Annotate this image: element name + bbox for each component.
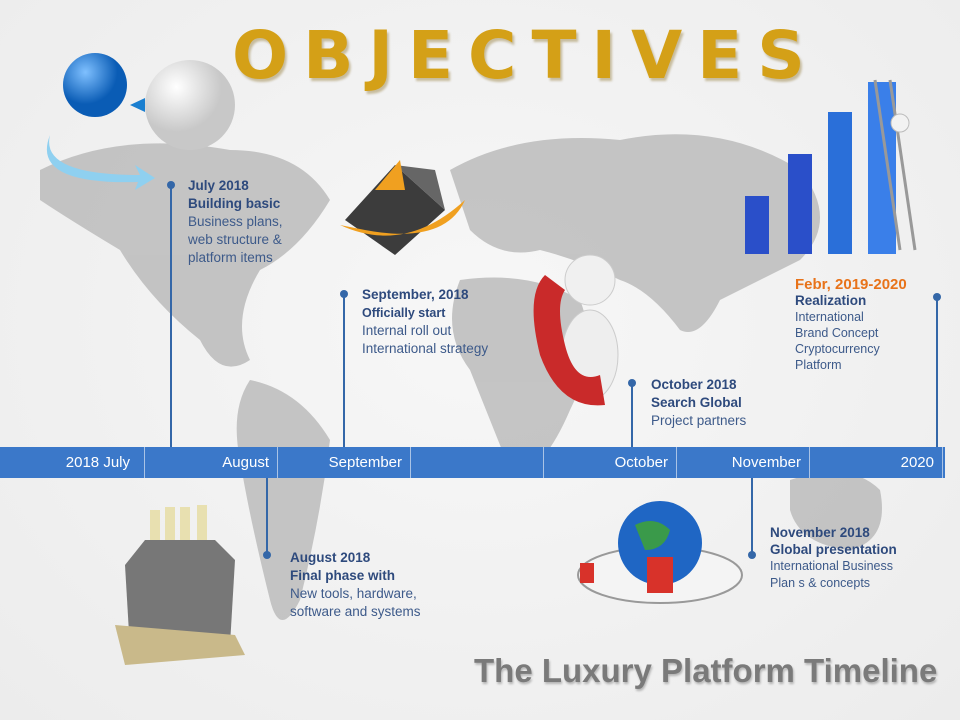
timeline-label-2020: 2020 (810, 447, 943, 478)
event-heading: Realization (795, 293, 867, 308)
timeline-label-august: August (145, 447, 278, 478)
event-line: Project partners (651, 413, 747, 428)
connector-line (936, 297, 938, 447)
event-line: Brand Concept (795, 326, 879, 340)
event-date: November 2018 (770, 525, 870, 540)
event-date: September, 2018 (362, 287, 469, 302)
event-heading: Final phase with (290, 568, 396, 583)
event-august-2018: August 2018 Final phase with New tools, … (290, 549, 421, 621)
event-date: July 2018 (188, 178, 249, 193)
connector-line (170, 185, 172, 447)
event-july-2018: July 2018 Building basic Business plans,… (188, 177, 283, 267)
connector-line (343, 294, 345, 447)
event-line: International (795, 310, 864, 324)
connector-line (266, 478, 268, 556)
timeline-label-july: 2018 July (0, 447, 145, 478)
footer-title: The Luxury Platform Timeline (474, 652, 938, 689)
connector-dot (933, 293, 941, 301)
event-heading: Global presentation (770, 541, 897, 557)
factory-icon (115, 505, 245, 665)
event-date: Febr, 2019-2020 (795, 276, 907, 293)
timeline-label-october: October (544, 447, 677, 478)
connector-dot (263, 551, 271, 559)
connector-dot (340, 290, 348, 298)
connector-dot (628, 379, 636, 387)
page-title: OBJECTIVES (232, 17, 820, 94)
cube-arrow-icon (340, 160, 465, 255)
timeline-label-november: November (677, 447, 810, 478)
event-date: August 2018 (290, 550, 371, 565)
event-heading: Building basic (188, 196, 281, 211)
event-line: International strategy (362, 341, 489, 356)
connector-dot (748, 551, 756, 559)
spheres-icon (46, 53, 235, 190)
event-2019-2020: Febr, 2019-2020 Realization Internationa… (795, 277, 907, 373)
event-line: Plan s & concepts (770, 575, 871, 590)
event-line: Cryptocurrency (795, 342, 880, 356)
event-line: software and systems (290, 604, 421, 619)
event-september-2018: September, 2018 Officially start Interna… (362, 286, 488, 358)
event-line: Business plans, (188, 214, 283, 229)
event-october-2018: October 2018 Search Global Project partn… (651, 376, 746, 430)
event-line: platform items (188, 250, 273, 265)
connector-line (751, 478, 753, 556)
event-heading: Search Global (651, 395, 742, 410)
connector-line (631, 383, 633, 447)
timeline-label-september: September (278, 447, 411, 478)
event-line: Internal roll out (362, 323, 452, 338)
event-date: October 2018 (651, 377, 737, 392)
event-line: International Business (770, 559, 893, 573)
globe-lifebuoy-icon (577, 501, 743, 604)
event-line: Platform (795, 358, 842, 372)
phone-figure-icon (533, 254, 619, 406)
connector-dot (167, 181, 175, 189)
timeline-bar: 2018 July August September October Novem… (0, 447, 945, 478)
event-line: New tools, hardware, (290, 586, 417, 601)
event-line: web structure & (188, 232, 282, 247)
bar-chart-ladder-icon (745, 79, 917, 254)
event-november-2018: November 2018 Global presentation Intern… (770, 525, 897, 591)
event-heading: Officially start (362, 306, 446, 320)
timeline-label-empty (411, 447, 544, 478)
